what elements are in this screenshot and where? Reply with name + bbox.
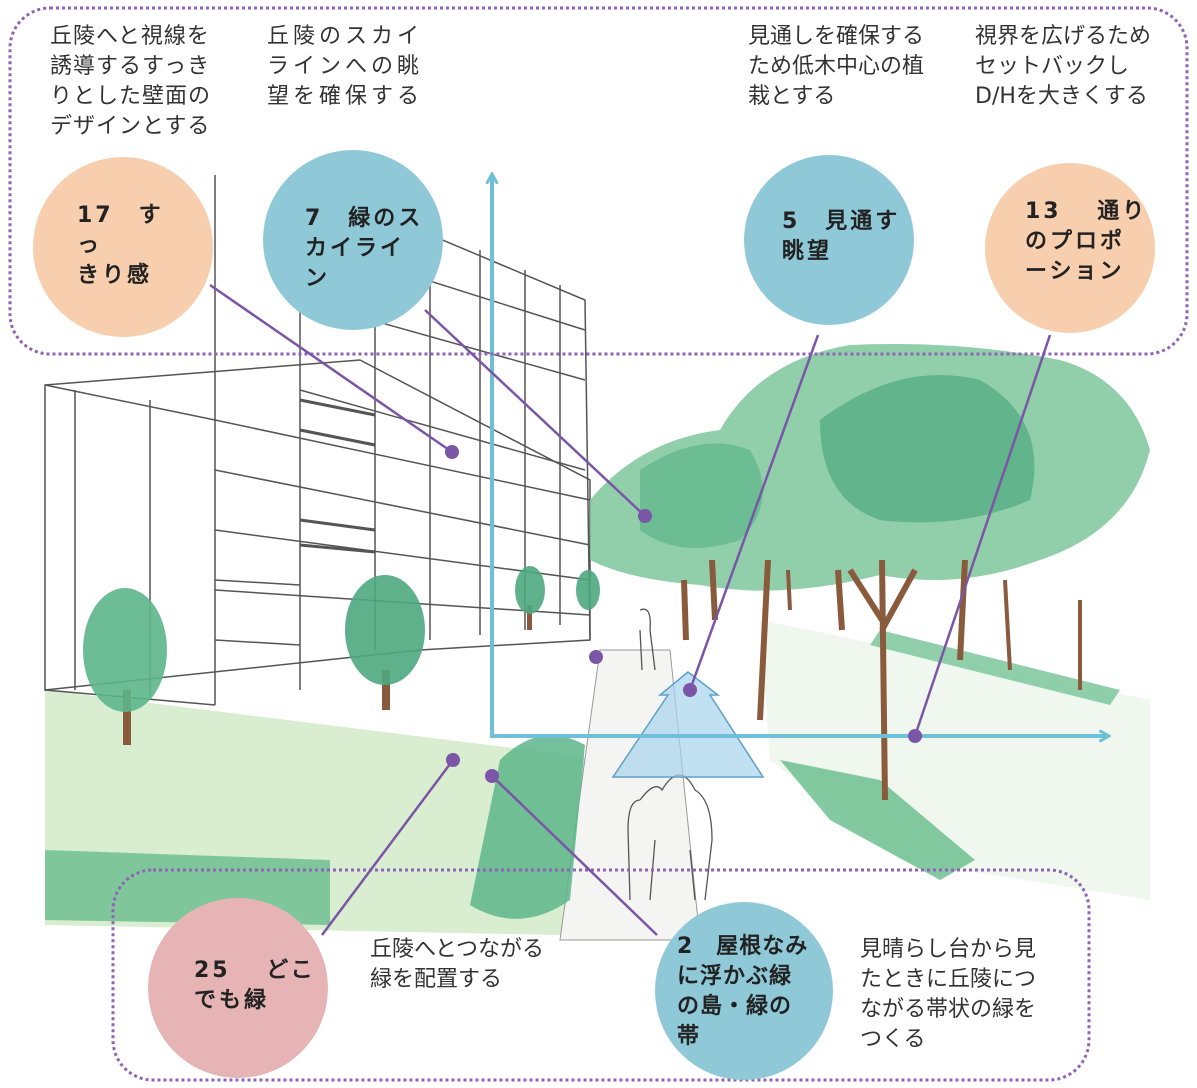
tree-crown xyxy=(83,588,167,712)
bubble-25-label: 25 どこ でも緑 xyxy=(194,958,316,1013)
tree-trunk xyxy=(527,605,532,630)
note-skyline-view: 丘陵のスカイ ラインへの眺 望を確保する xyxy=(267,24,424,109)
bubble-25-green-everywhere: 25 どこ でも緑 xyxy=(148,898,328,1078)
leader-point xyxy=(485,769,499,783)
tree-crown xyxy=(345,575,425,685)
leader-line-2 xyxy=(491,775,658,936)
bubble-7-green-skyline: 7 緑のス カイライ ン xyxy=(263,150,443,330)
street-trees-right xyxy=(590,344,1150,801)
leader-points xyxy=(445,445,922,783)
apartment-building xyxy=(44,175,591,706)
leader-line-13 xyxy=(913,334,1052,737)
note-setback: 視界を広げるため セットバックし D/Hを大きくする xyxy=(975,24,1152,109)
street-trees-left xyxy=(83,566,600,745)
tree-crown xyxy=(576,570,600,610)
tree-trunk xyxy=(123,690,131,745)
bubble-5-label: 5 見通す 眺望 xyxy=(782,209,901,264)
bubble-5-vista: 5 見通す 眺望 xyxy=(744,155,914,325)
leader-point xyxy=(683,683,697,697)
leader-point xyxy=(446,753,460,767)
leader-line-5 xyxy=(688,334,820,691)
tree-trunk xyxy=(382,670,390,710)
bubble-13-street-proportion: 13 通り のプロポ ーション xyxy=(985,163,1155,333)
street-sketch-illustration xyxy=(44,175,1150,941)
hedge-right xyxy=(780,760,975,880)
leader-line-7 xyxy=(424,309,646,517)
top-callout-frame xyxy=(8,6,1189,356)
leader-lines xyxy=(209,283,1052,936)
leader-point xyxy=(908,729,922,743)
tree-canopy xyxy=(640,443,763,548)
bubble-7-label: 7 緑のス カイライ ン xyxy=(305,206,424,291)
bubble-17-label: 17 す っ きり感 xyxy=(77,203,164,288)
note-hill-green: 丘陵へとつながる 緑を配置する xyxy=(370,937,545,992)
view-direction-arrow xyxy=(611,671,765,778)
leader-line-17 xyxy=(209,283,453,454)
leader-point xyxy=(445,445,459,459)
bubble-2-label: 2 屋根なみ に浮かぶ緑 の島・緑の 帯 xyxy=(677,934,809,1049)
tree-canopy xyxy=(820,375,1035,523)
note-belt-green: 見晴らし台から見 たときに丘陵につ ながる帯状の緑を つくる xyxy=(860,937,1037,1052)
tree-crown xyxy=(515,566,545,614)
bubble-17-clean-feel: 17 す っ きり感 xyxy=(33,157,213,337)
note-wall-design: 丘陵へと視線を 誘導するすっき りとした壁面の デザインとする xyxy=(50,24,212,139)
hedge-right-far xyxy=(870,630,1120,705)
leader-line-25 xyxy=(320,759,455,936)
bubble-2-green-island-belt: 2 屋根なみ に浮かぶ緑 の島・緑の 帯 xyxy=(655,902,833,1080)
leader-point xyxy=(589,650,603,664)
leader-point xyxy=(638,509,652,523)
note-low-planting: 見通しを確保する ため低木中心の植 栽とする xyxy=(748,24,925,109)
bubble-13-label: 13 通り のプロポ ーション xyxy=(1025,199,1148,284)
